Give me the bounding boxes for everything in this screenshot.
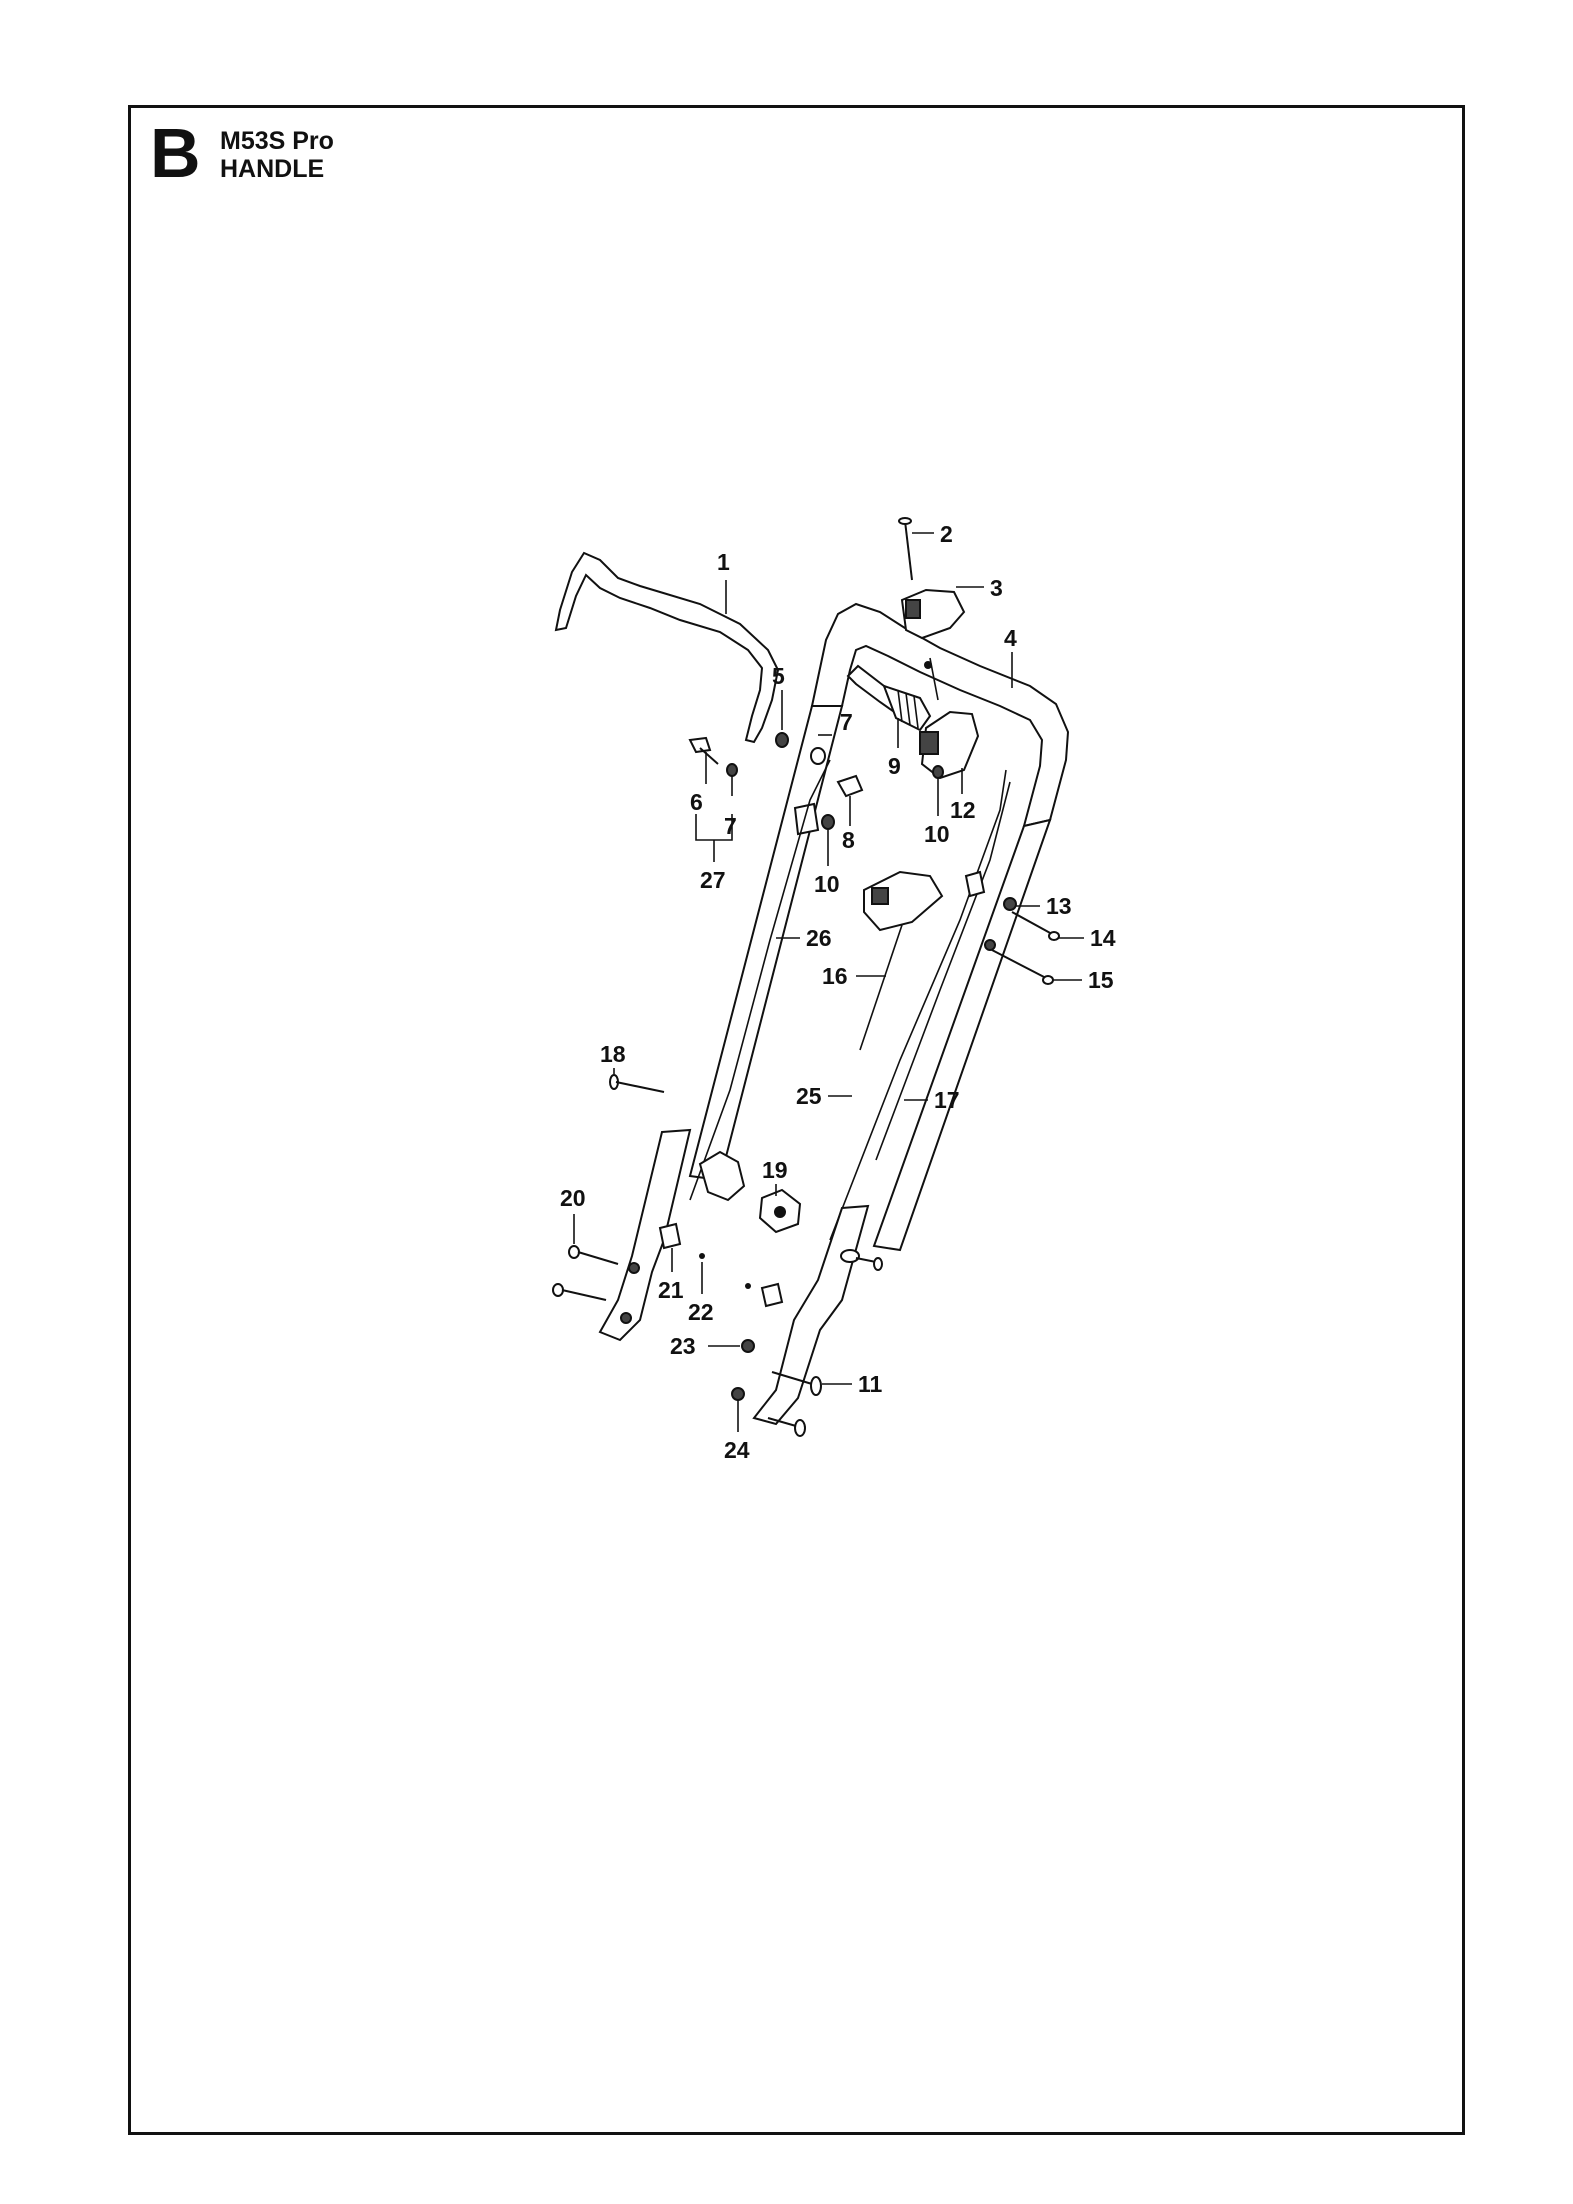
part-15-bolt xyxy=(984,939,1054,985)
leader-lines xyxy=(573,532,1084,1432)
callout-13: 13 xyxy=(1046,893,1072,919)
part-13-washer xyxy=(1003,897,1017,911)
lower-handle-right xyxy=(752,1204,870,1426)
callout-15: 15 xyxy=(1088,967,1114,993)
page-frame xyxy=(128,105,1465,2135)
callout-labels: 1 2 3 4 5 6 7 7 8 9 10 10 11 12 13 14 15… xyxy=(560,521,1116,1463)
part-5-nut xyxy=(775,732,789,748)
part-25-cable xyxy=(829,769,1007,1241)
callout-10-left: 10 xyxy=(814,871,840,897)
part-7-washer-right xyxy=(810,747,826,765)
callout-7-right: 7 xyxy=(840,709,853,735)
callout-6: 6 xyxy=(690,789,703,815)
callout-23: 23 xyxy=(670,1333,696,1359)
callout-9: 9 xyxy=(888,753,901,779)
part-3-cover xyxy=(900,588,966,640)
part-6-pin xyxy=(688,736,719,765)
part-22-screw xyxy=(699,1253,705,1259)
callout-3: 3 xyxy=(990,575,1003,601)
callout-21: 21 xyxy=(658,1277,684,1303)
part-23-nut xyxy=(741,1339,755,1353)
callout-25: 25 xyxy=(796,1083,822,1109)
callout-24: 24 xyxy=(724,1437,750,1463)
part-19-knob xyxy=(758,1188,802,1234)
part-16-control xyxy=(859,870,944,1051)
knob-left xyxy=(698,1150,746,1202)
callout-22: 22 xyxy=(688,1299,714,1325)
section-letter: B xyxy=(150,114,201,192)
callout-1: 1 xyxy=(717,549,730,575)
callout-5: 5 xyxy=(772,663,785,689)
part-18-bolt xyxy=(609,1074,665,1093)
part-21-cable-clamp xyxy=(658,1222,682,1250)
bolt-left-lower xyxy=(552,1283,632,1324)
callout-16: 16 xyxy=(822,963,848,989)
callout-18: 18 xyxy=(600,1041,626,1067)
callout-14: 14 xyxy=(1090,925,1116,951)
callout-20: 20 xyxy=(560,1185,586,1211)
callout-4: 4 xyxy=(1004,625,1017,651)
cable-clip-right xyxy=(964,870,986,898)
cable-guide xyxy=(793,802,820,836)
part-14-bolt xyxy=(1011,911,1060,941)
part-10-nut-right xyxy=(932,765,944,779)
cable-clamp-right xyxy=(745,1282,784,1308)
callout-26: 26 xyxy=(806,925,832,951)
part-24-nut xyxy=(731,1387,745,1401)
part-26-cable xyxy=(689,759,831,1201)
callout-7-left: 7 xyxy=(724,813,737,839)
callout-2: 2 xyxy=(940,521,953,547)
lower-handle-left xyxy=(598,1128,692,1342)
callout-27: 27 xyxy=(700,867,726,893)
part-17-cable xyxy=(875,781,1011,1161)
callout-17: 17 xyxy=(934,1087,960,1113)
callout-10-right: 10 xyxy=(924,821,950,847)
bolt-right-lower xyxy=(840,1249,883,1271)
part-9-lever xyxy=(846,664,932,732)
part-12-housing xyxy=(919,710,980,780)
part-8-clip xyxy=(836,774,864,798)
callout-8: 8 xyxy=(842,827,855,853)
part-10-nut-left xyxy=(821,814,835,830)
part-1-control-bail xyxy=(554,551,780,744)
callout-19: 19 xyxy=(762,1157,788,1183)
part-2-screw xyxy=(898,517,913,581)
callout-12: 12 xyxy=(950,797,976,823)
part-7-washer-left xyxy=(726,763,738,777)
diagram-title: HANDLE xyxy=(220,155,325,183)
part-20-bolt xyxy=(568,1245,640,1274)
part-11-bolt xyxy=(767,1371,822,1437)
callout-11: 11 xyxy=(858,1371,883,1397)
model-name: M53S Pro xyxy=(220,127,334,155)
